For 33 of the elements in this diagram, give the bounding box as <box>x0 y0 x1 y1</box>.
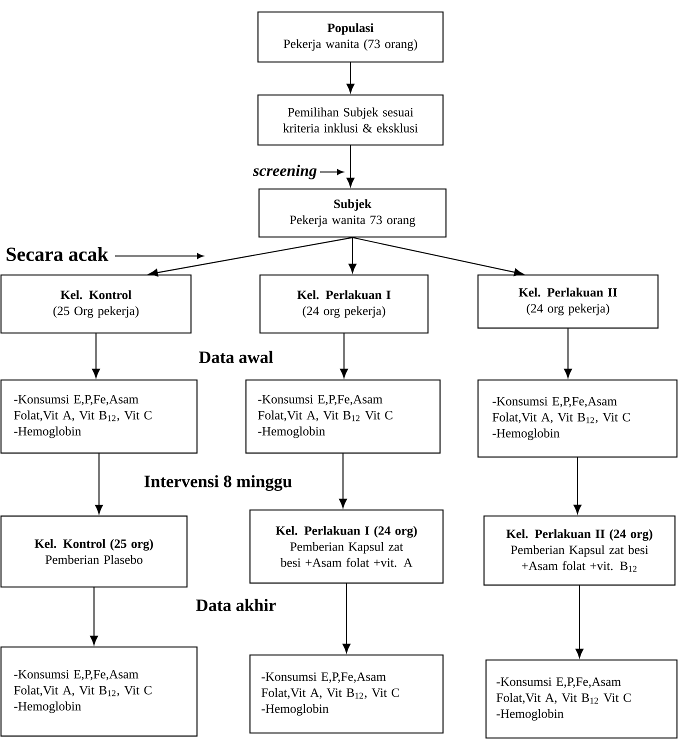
arrow <box>90 588 98 645</box>
process-box: -Konsumsi E,P,Fe,Asam Folat,Vit A, Vit B$_{12}$ Vit C -Hemoglobin <box>486 659 678 739</box>
process-box: -Konsumsi E,P,Fe,Asam Folat,Vit A, Vit B$_{12}$, Vit C -Hemoglobin <box>478 379 678 458</box>
annotation-text: Intervensi 8 minggu <box>144 475 292 491</box>
process-box: Kel. Perlakuan I (24 org pekerja) <box>259 274 429 334</box>
arrow <box>148 237 353 277</box>
arrow <box>92 334 100 378</box>
process-box: Kel. Kontrol (25 org) Pemberian Plasebo <box>0 516 188 588</box>
arrow <box>352 237 524 276</box>
arrow <box>574 458 582 514</box>
process-box: Kel. Perlakuan I (24 org) Pemberian Kapsul zat besi +Asam folat +vit. A <box>249 509 444 584</box>
process-box: Subjek Pekerja wanita 73 orang <box>258 188 446 238</box>
annotation-text: Data akhir <box>196 598 276 612</box>
process-box: Pemilihan Subjek sesuai kriteria inklusi & eksklusi <box>257 94 444 146</box>
annotation-text: Data awal <box>199 350 273 364</box>
process-box: -Konsumsi E,P,Fe,Asam Folat,Vit A, Vit B$_{12}$, Vit C -Hemoglobin <box>0 646 198 737</box>
arrow <box>346 146 354 187</box>
arrow <box>564 328 572 378</box>
arrow <box>95 454 103 514</box>
process-box: Kel. Perlakuan II (24 org pekerja) <box>477 274 659 329</box>
arrow <box>342 584 350 653</box>
arrow <box>348 238 356 273</box>
arrow <box>346 62 354 93</box>
process-box: -Konsumsi E,P,Fe,Asam Folat,Vit A, Vit B$_{12}$, Vit C -Hemoglobin <box>249 654 444 734</box>
arrow <box>340 334 348 378</box>
arrow <box>576 586 584 658</box>
process-box: -Konsumsi E,P,Fe,Asam Folat,Vit A, Vit B$_{12}$, Vit C -Hemoglobin <box>0 379 198 454</box>
process-box: Kel. Kontrol (25 Org pekerja) <box>0 274 192 334</box>
arrow <box>339 454 347 508</box>
annotation-text: screening <box>252 164 317 180</box>
process-box: Kel. Perlakuan II (24 org) Pemberian Kapsul zat besi +Asam folat +vit. B$_{12}$ <box>484 515 676 586</box>
process-box: Populasi Pekerja wanita (73 orang) <box>257 11 444 63</box>
process-box: -Konsumsi E,P,Fe,Asam Folat,Vit A, Vit B$_{12}$ Vit C -Hemoglobin <box>245 379 441 454</box>
